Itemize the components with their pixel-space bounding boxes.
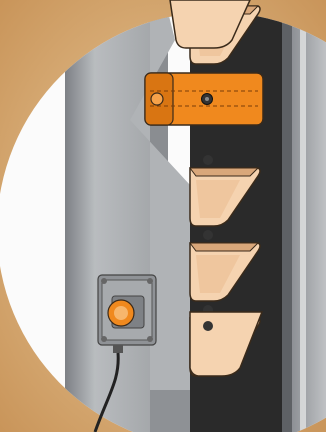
bolt-icon [203, 321, 213, 331]
belt-edge [282, 0, 292, 432]
bolt-icon [203, 230, 213, 240]
bolt-icon [203, 155, 213, 165]
motion-sensor-icon [98, 275, 156, 353]
casing-right-wall [292, 0, 326, 432]
bolt-icon [151, 93, 163, 105]
right-wall-highlight [300, 0, 306, 432]
casing-left-wall [65, 0, 150, 432]
casing-bottom [150, 390, 190, 432]
highlighted-bucket-icon [145, 73, 263, 125]
sensor-connector [113, 345, 123, 353]
